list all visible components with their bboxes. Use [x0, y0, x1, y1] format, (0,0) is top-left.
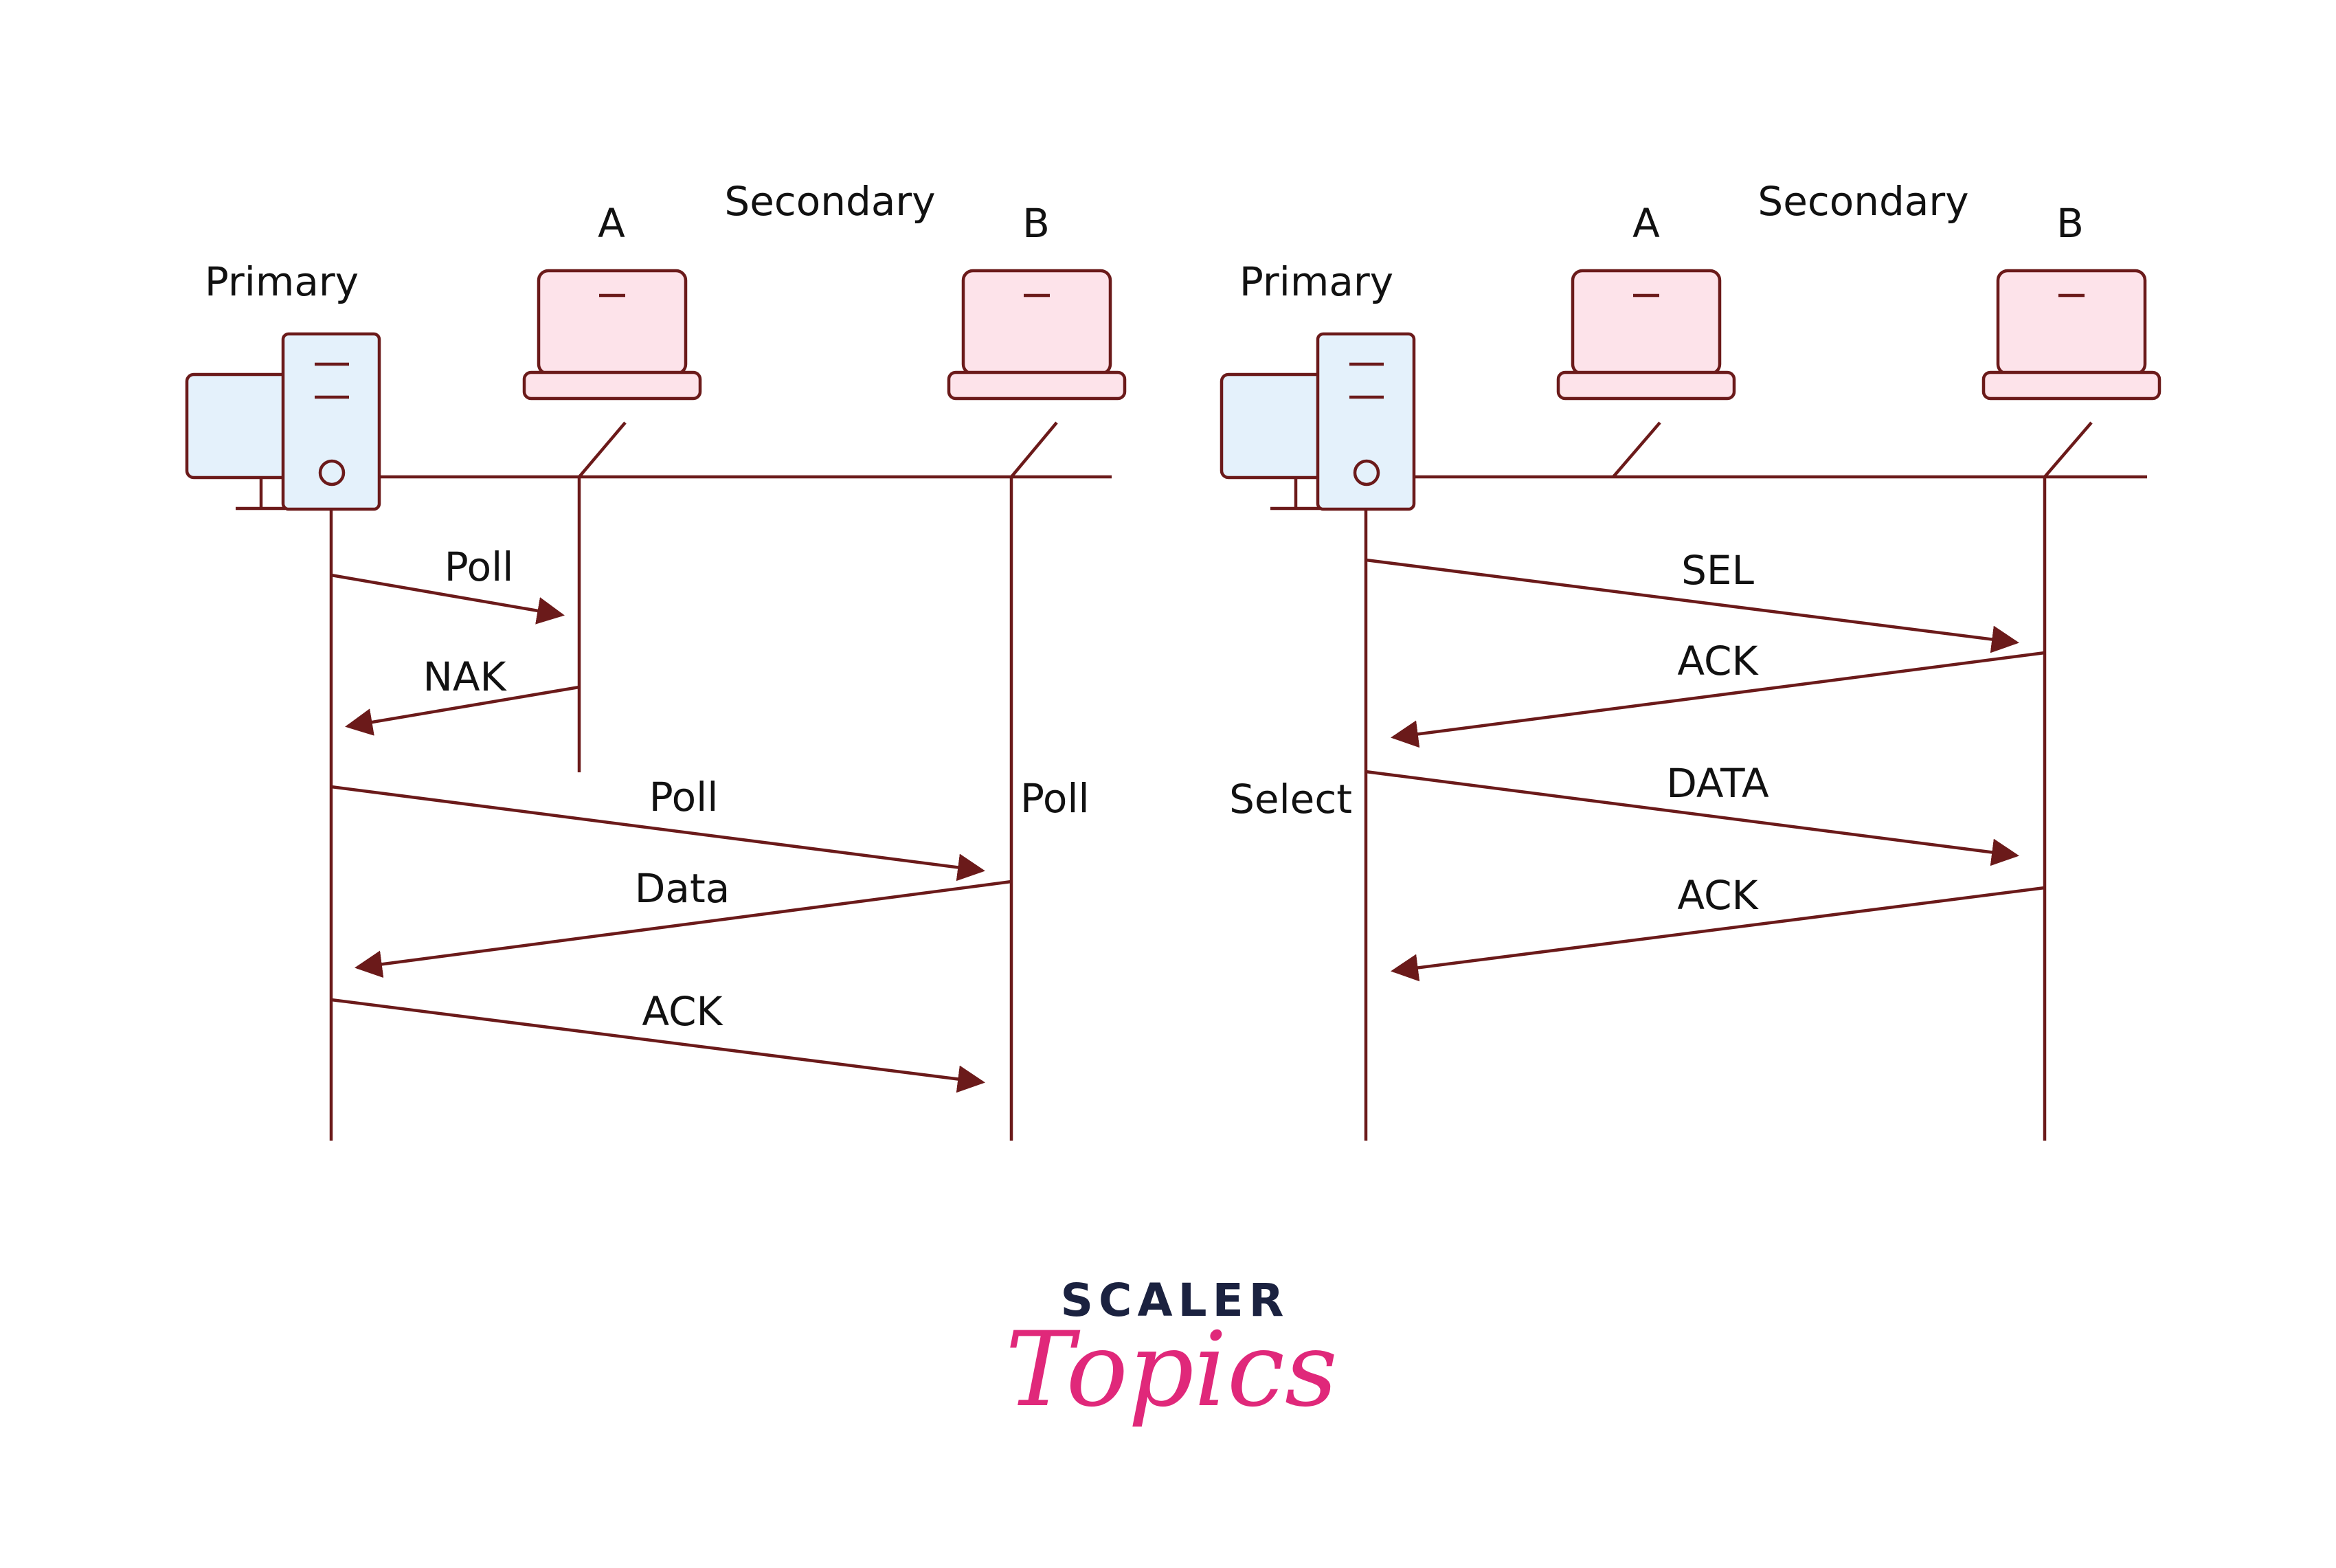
- message-arrow: [355, 880, 1012, 978]
- station-a-drop: [1612, 421, 1661, 478]
- message-arrow: [1365, 770, 2019, 866]
- scaler-topics-logo: SCALER Topics: [1005, 1274, 1338, 1430]
- polling-diagram: Primary Secondary A B: [185, 178, 1127, 1141]
- message-arrow: [330, 785, 985, 882]
- primary-computer-icon: [1220, 332, 1416, 511]
- side-label: Select: [1229, 776, 1352, 822]
- laptop-b-icon: [1981, 269, 2161, 401]
- laptop-b-icon: [947, 269, 1127, 401]
- message-arrow: [345, 685, 580, 736]
- secondary-label: Secondary: [724, 178, 935, 225]
- message-arrow: [1365, 558, 2019, 653]
- station-a-drop: [578, 421, 627, 478]
- laptop-a-icon: [522, 269, 702, 401]
- brand-bottom-text: Topics: [1005, 1310, 1338, 1430]
- message-label: ACK: [1677, 872, 1759, 919]
- station-b-drop: [1010, 421, 1058, 478]
- message-label: DATA: [1666, 760, 1769, 807]
- side-label: Poll: [1020, 775, 1090, 822]
- secondary-label: Secondary: [1757, 178, 1968, 225]
- message-label: Poll: [649, 774, 719, 820]
- message-label: ACK: [1677, 638, 1759, 684]
- station-b-label: B: [1022, 200, 1050, 247]
- selecting-diagram: Primary Secondary A B SEL: [1220, 178, 2161, 1141]
- message-label: NAK: [423, 653, 507, 700]
- station-b-drop: [2043, 421, 2093, 478]
- laptop-a-icon: [1556, 269, 1736, 401]
- message-label: Data: [635, 865, 730, 912]
- brand-top-text: SCALER: [1060, 1274, 1289, 1327]
- station-a-label: A: [1632, 200, 1660, 247]
- message-arrow: [1391, 886, 2045, 982]
- primary-computer-icon: [185, 332, 381, 511]
- station-b-label: B: [2056, 200, 2084, 247]
- station-a-label: A: [598, 200, 625, 247]
- message-arrow: [330, 998, 985, 1093]
- message-arrow: [1391, 651, 2045, 748]
- primary-label: Primary: [205, 258, 359, 305]
- message-label: SEL: [1681, 547, 1754, 594]
- primary-label: Primary: [1239, 258, 1393, 305]
- message-label: ACK: [642, 988, 723, 1035]
- message-arrow: [330, 573, 565, 625]
- message-label: Poll: [445, 544, 514, 590]
